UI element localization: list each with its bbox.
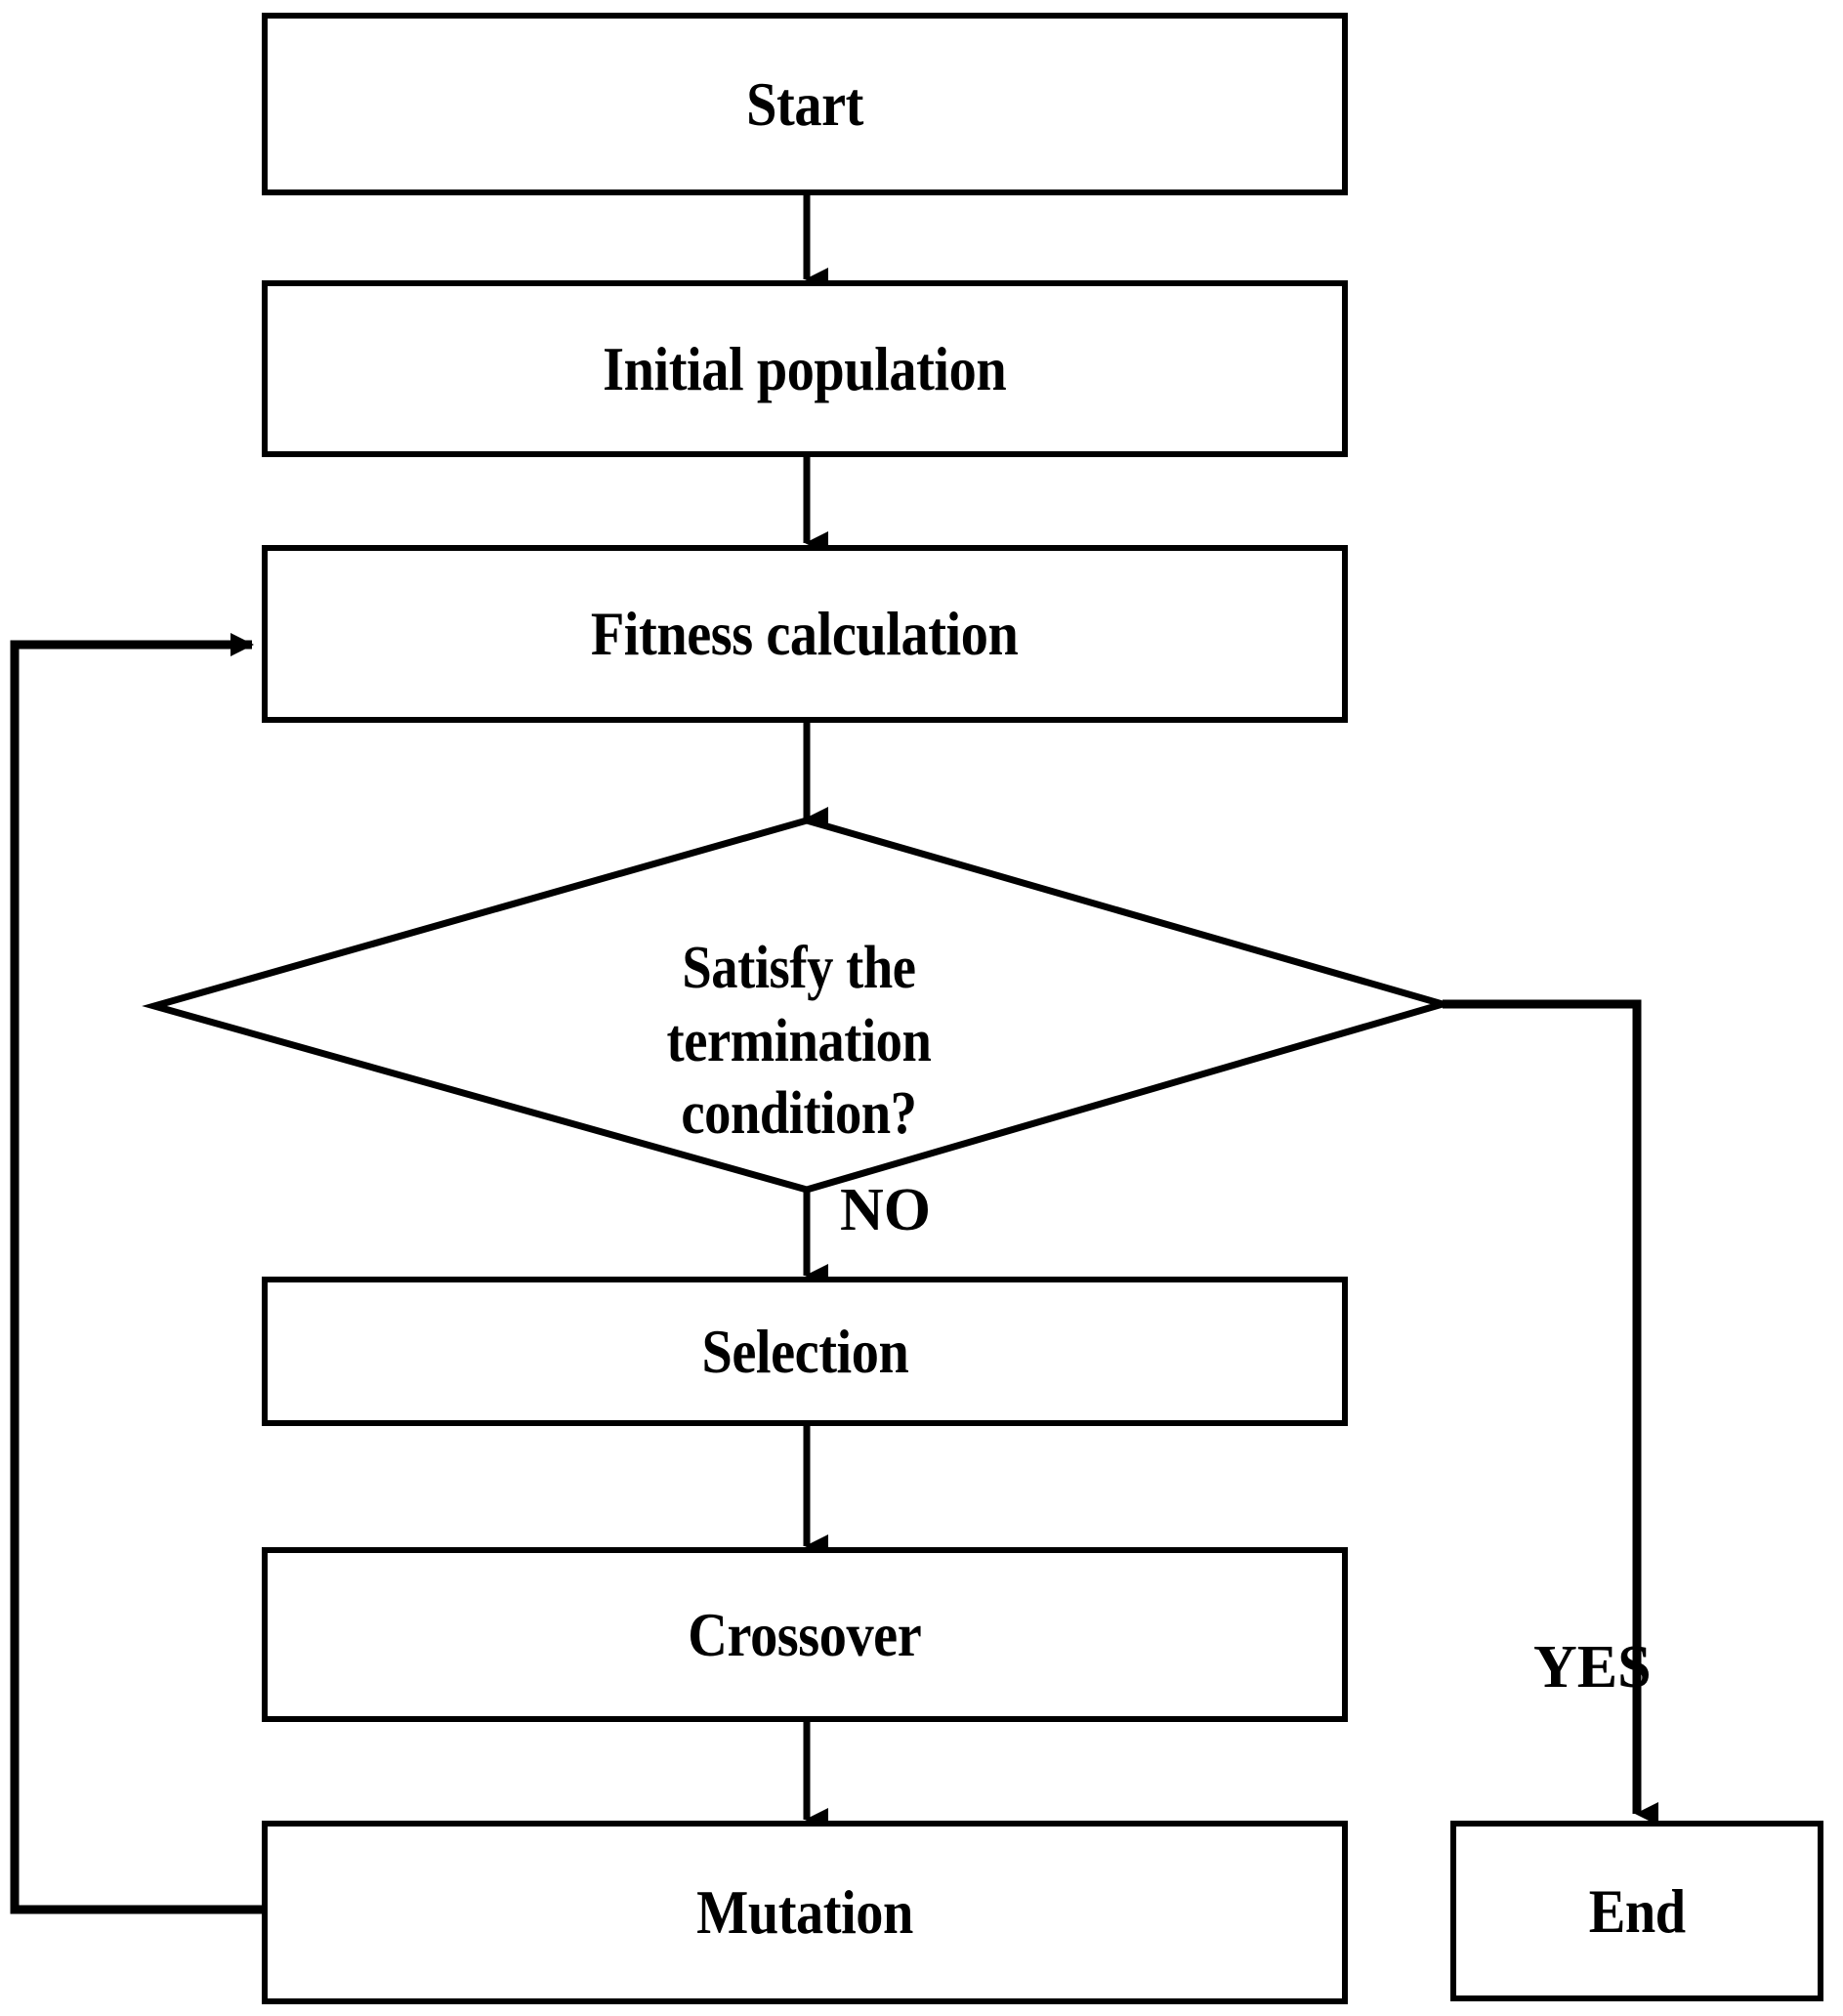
node-selection[interactable]: Selection bbox=[262, 1277, 1348, 1426]
node-start-label: Start bbox=[746, 68, 863, 139]
node-end[interactable]: End bbox=[1450, 1821, 1823, 2001]
node-initial-population-label: Initial population bbox=[603, 333, 1007, 403]
node-start[interactable]: Start bbox=[262, 13, 1348, 195]
node-crossover[interactable]: Crossover bbox=[262, 1547, 1348, 1722]
node-mutation[interactable]: Mutation bbox=[262, 1821, 1348, 2004]
node-fitness-calculation-label: Fitness calculation bbox=[591, 599, 1019, 669]
edge-mutation-to-fitness-feedback bbox=[10, 633, 262, 1914]
node-end-label: End bbox=[1588, 1875, 1686, 1946]
edge-label-no: NO bbox=[840, 1177, 931, 1243]
node-decision-termination[interactable]: Satisfy the termination condition? bbox=[154, 820, 1443, 1190]
node-crossover-label: Crossover bbox=[688, 1599, 922, 1669]
node-mutation-label: Mutation bbox=[696, 1877, 913, 1948]
node-decision-termination-text: Satisfy the termination condition? bbox=[666, 935, 931, 1148]
edge-label-yes: YES bbox=[1533, 1634, 1652, 1701]
node-fitness-calculation[interactable]: Fitness calculation bbox=[262, 545, 1348, 723]
node-initial-population[interactable]: Initial population bbox=[262, 280, 1348, 457]
decision-diamond-shape bbox=[142, 817, 1455, 1194]
node-selection-label: Selection bbox=[701, 1316, 908, 1386]
node-decision-termination-label: Satisfy the termination condition? bbox=[154, 860, 1443, 1151]
